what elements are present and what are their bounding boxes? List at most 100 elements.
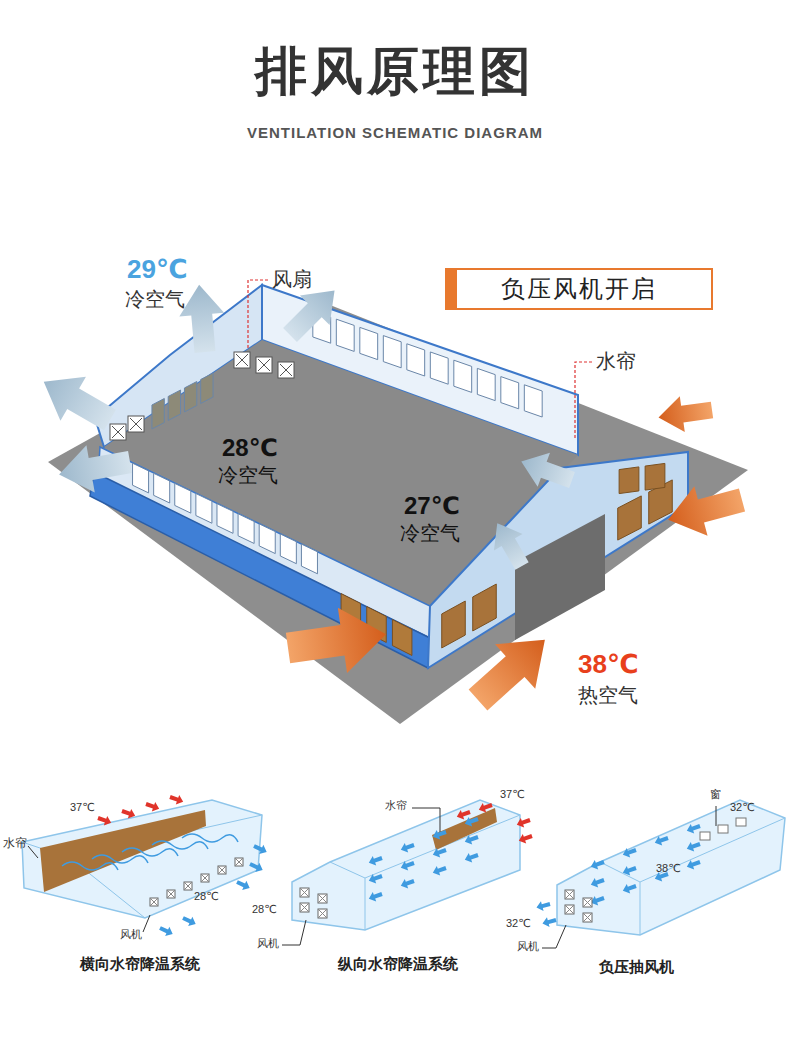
callout-label: 冷空气 <box>125 288 185 311</box>
system-caption: 纵向水帘降温系统 <box>338 955 458 972</box>
air-arrow <box>685 821 702 835</box>
callout-label: 38℃ <box>578 650 638 680</box>
window-panel <box>154 473 170 503</box>
system-caption: 负压抽风机 <box>599 958 674 975</box>
fan <box>167 890 175 898</box>
window <box>700 832 710 840</box>
fan <box>300 888 309 897</box>
drawing-part <box>483 515 536 574</box>
subtitle: VENTILATION SCHEMATIC DIAGRAM <box>247 124 543 141</box>
window-panel <box>238 514 254 544</box>
air-arrow <box>685 839 702 853</box>
page-title: 排风原理图 <box>255 42 535 102</box>
fan <box>583 913 592 922</box>
drawing-part <box>236 354 248 366</box>
air-arrow <box>463 850 480 864</box>
window-panel <box>645 463 665 490</box>
air-arrow <box>589 875 606 889</box>
drawing-part <box>218 866 226 874</box>
callout-label: 37℃ <box>70 801 95 814</box>
drawing-part <box>565 905 574 914</box>
drawing-part <box>557 800 785 935</box>
window-panel <box>175 483 191 513</box>
window-panel <box>392 620 412 656</box>
window-panel <box>618 496 642 540</box>
drawing-part <box>235 858 243 866</box>
air-arrow <box>144 799 161 813</box>
drawing-part <box>458 617 565 722</box>
callout-label: 水帘 <box>385 799 407 812</box>
fan <box>278 362 294 378</box>
callout-label: 水帘 <box>596 350 636 373</box>
air-flow <box>182 834 238 842</box>
window <box>736 818 746 826</box>
air-flow <box>62 862 118 870</box>
drawing-part <box>150 898 158 906</box>
window-panel <box>201 373 213 403</box>
drawing-part <box>565 890 574 899</box>
fan <box>150 898 158 906</box>
window-panel <box>477 368 495 400</box>
drawing-part <box>412 808 440 834</box>
drawing-part <box>248 280 268 350</box>
callout-label: 27℃ <box>404 492 460 520</box>
callout-label: 水帘 <box>3 837 27 851</box>
window-panel <box>407 344 425 376</box>
window-panel <box>360 327 378 359</box>
air-arrow <box>235 877 252 892</box>
drawing-part <box>256 357 272 373</box>
air-arrow <box>248 859 265 874</box>
air-arrow <box>399 840 416 854</box>
callout-label: 冷空气 <box>218 464 278 487</box>
air-arrow <box>541 915 557 928</box>
window-panel <box>442 601 466 648</box>
window-panel <box>133 463 149 493</box>
window-panel <box>217 504 233 534</box>
window-panel <box>430 352 448 384</box>
air-arrow <box>621 845 638 859</box>
window-panel <box>280 534 296 564</box>
air-arrow <box>367 853 384 867</box>
callout-label: 29℃ <box>127 255 187 285</box>
air-arrow <box>367 871 384 885</box>
drawing-part <box>201 874 209 882</box>
callout-label: 风机 <box>120 928 142 941</box>
drawing-part <box>515 514 605 640</box>
drawing-part <box>167 890 175 898</box>
fan <box>300 903 309 912</box>
air-flow <box>92 855 148 863</box>
drawing-part <box>283 602 390 681</box>
drawing-part <box>40 810 206 892</box>
drawing-part <box>130 418 142 430</box>
air-arrow <box>252 841 269 856</box>
callout-label: 冷空气 <box>400 522 460 545</box>
drawing-part <box>184 882 192 890</box>
drawing-part <box>428 452 688 668</box>
air-arrow <box>517 831 534 845</box>
callout-label: 风机 <box>257 937 279 950</box>
callout-label: 28℃ <box>252 903 277 916</box>
air-arrow <box>431 845 448 859</box>
fan <box>201 874 209 882</box>
air-arrow <box>515 815 532 829</box>
callout-label: 37℃ <box>500 788 525 801</box>
drawing-part <box>716 806 717 826</box>
callout-label: 38℃ <box>656 862 681 875</box>
drawing-part <box>258 359 270 371</box>
air-arrow <box>367 889 384 903</box>
callout-label: 32℃ <box>730 801 755 814</box>
air-arrow <box>621 863 638 877</box>
window-panel <box>168 390 180 420</box>
drawing-part <box>300 903 309 912</box>
drawing-part <box>278 362 294 378</box>
air-arrow <box>96 813 113 827</box>
callout-label: 风扇 <box>272 268 312 291</box>
drawing-part <box>28 846 38 858</box>
window-panel <box>454 360 472 392</box>
drawing-part <box>583 898 592 907</box>
air-arrow <box>181 913 198 928</box>
callout-label: 28℃ <box>194 890 219 903</box>
air-arrow <box>589 857 606 871</box>
drawing-part <box>282 920 306 945</box>
